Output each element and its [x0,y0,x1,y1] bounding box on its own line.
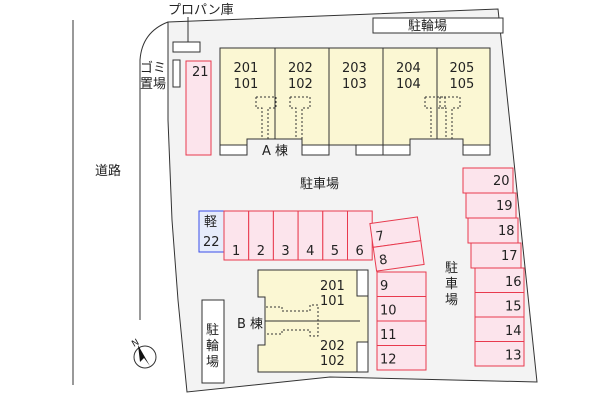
building-a-entrance [246,138,303,155]
building-b-unit-lower: 101 [320,294,345,309]
garbage-label-2: 置場 [140,77,166,92]
building-b-unit-lower: 102 [320,354,345,369]
bike-bottom-label-char: 場 [206,355,219,370]
parking-spot-1-label: 1 [232,244,240,259]
parking-spot-3-label: 3 [281,244,289,259]
parking-right-label: 駐 車 場 [445,261,458,308]
parking-spot-3 [272,210,299,261]
bike-bottom-label-char: 駐 [206,323,219,338]
parking-spot-11-label: 11 [380,328,397,343]
building-a-unit-lower: 101 [234,77,259,92]
building-a-stairs [289,96,311,139]
road-label: 道路 [95,163,121,179]
parking-spot-21 [185,60,212,156]
building-a-unit-upper: 203 [342,61,367,76]
parking-spot-9-label: 9 [380,279,388,294]
building-a-notch [301,144,330,156]
parking-spot-20-label: 20 [493,174,510,189]
parking-right-label-char: 場 [445,293,458,308]
building-a-unit-upper: 204 [396,61,421,76]
parking-spot-16-label: 16 [505,275,522,290]
parking-spot-9 [376,271,427,297]
garbage-label-1: ゴミ [140,60,166,76]
parking-spot-13-label: 13 [505,349,522,364]
kei-label: 軽 [204,215,217,230]
parking-spot-18-label: 18 [498,224,515,239]
parking-spot-19-label: 19 [496,199,513,214]
parking-spot-15 [474,292,525,318]
building-a-unit-lower: 103 [342,77,367,92]
parking-spot-22-label: 22 [203,235,220,250]
parking-spot-10 [376,296,427,322]
parking-spot-22-kei [198,210,225,253]
parking-center-label: 駐車場 [300,177,339,192]
parking-spot-6-label: 6 [356,244,364,259]
building-b-unit-upper: 201 [320,279,345,294]
parking-spot-19 [465,192,517,219]
parking-spot-21-label: 21 [192,65,209,80]
building-a-stairs [424,96,446,139]
garbage-area [172,59,181,88]
parking-spot-5 [322,210,348,261]
building-a-unit-upper: 202 [288,61,313,76]
parking-spot-12 [376,345,427,371]
parking-spot-12-label: 12 [380,353,397,368]
parking-right-label-char: 駐 [445,261,458,276]
building-b-unit-upper: 202 [320,339,345,354]
parking-spot-18 [467,217,519,244]
bike-parking-bottom [201,299,225,384]
building-a-unit-upper: 201 [234,61,259,76]
building-a-notch [219,144,248,156]
parking-spot-1 [223,210,250,261]
road-edge-curve [139,21,169,320]
propane-label: プロパン庫 [168,3,234,18]
building-a-unit-lower: 102 [288,77,313,92]
parking-right-label-char: 車 [445,277,458,292]
parking-spot-5-label: 5 [331,244,339,259]
building-a-unit-lower: 104 [396,77,421,92]
parking-spot-15-label: 15 [505,300,522,315]
parking-spot-8 [372,240,425,272]
building-a-stairs [255,96,277,139]
building-a-stairs [439,96,461,139]
parking-spot-7-label: 7 [375,229,385,245]
building-a-notch [462,144,491,156]
north-compass-icon: N [130,338,157,369]
parking-spot-16 [474,267,525,293]
building-a-notch [355,144,384,156]
building-a-entrance [409,138,464,155]
parking-spot-4-label: 4 [306,244,314,259]
bike-parking-top-label: 駐輪場 [408,18,447,34]
parking-spot-17-label: 17 [501,249,518,264]
parking-spot-8-label: 8 [378,253,388,269]
parking-spot-20 [462,167,514,194]
parking-spot-2-label: 2 [257,244,265,259]
building-b-stairs [266,304,319,337]
parking-spot-4 [297,210,324,261]
propane-storage [172,41,201,53]
building-b-notch [356,341,369,373]
parking-spot-14-label: 14 [505,324,522,339]
north-label: N [130,338,141,350]
building-b-label: B 棟 [237,317,263,332]
building-a-label: A 棟 [262,144,288,159]
bike-parking-top [372,17,504,34]
building-a-unit-lower: 105 [450,77,475,92]
building-b-notch [356,269,369,297]
parking-spot-13 [474,341,525,367]
bike-bottom-label-char: 輪 [206,338,219,354]
building-b: 201 101 202 102 B 棟 [237,269,369,373]
building-a-unit-upper: 205 [450,61,475,76]
parking-spot-10-label: 10 [380,304,397,319]
parking-spot-11 [376,320,427,346]
building-a-notch [382,144,411,156]
